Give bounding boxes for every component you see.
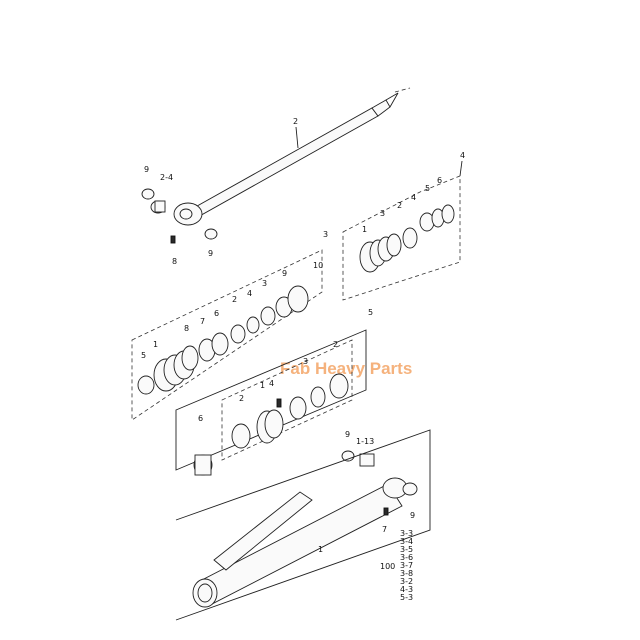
label-group5: 5 (368, 308, 373, 317)
label-tube: 1 (318, 545, 323, 554)
ref-code: 3-2 (400, 577, 413, 586)
label-rod: 2 (293, 117, 298, 126)
label-g3-4: 4 (247, 289, 252, 298)
cylinder-tube (192, 477, 408, 608)
label-g3-2: 2 (232, 295, 237, 304)
label-ref-prefix: 100 (380, 562, 395, 571)
ref-code: 3-5 (400, 545, 413, 554)
label-rod-ring-bottom: 9 (208, 249, 213, 258)
label-rod-grease: 8 (172, 257, 177, 266)
label-g5-2b: 2 (239, 394, 244, 403)
ref-code-list: 3-3 3-4 3-5 3-6 3-7 3-8 3-2 4-3 5-3 (400, 529, 413, 602)
label-tube-ring-top: 9 (345, 430, 350, 439)
label-g4-2: 2 (397, 201, 402, 210)
cushion-parts (193, 373, 349, 476)
label-group4: 4 (460, 151, 465, 160)
ref-code: 3-4 (400, 537, 413, 546)
label-g4-4: 4 (411, 193, 416, 202)
label-g3-7: 7 (200, 317, 205, 326)
label-g4-1: 1 (362, 225, 367, 234)
label-g3-8: 8 (184, 324, 189, 333)
label-rod-bushing: 2-4 (160, 173, 173, 182)
label-group3: 3 (323, 230, 328, 239)
label-g3-5: 5 (141, 351, 146, 360)
label-g5-6: 6 (198, 414, 203, 423)
ref-code: 3-3 (400, 529, 413, 538)
label-g3-10: 10 (313, 261, 323, 270)
label-g4-6: 6 (437, 176, 442, 185)
ref-code: 5-3 (400, 593, 413, 602)
label-tube-grease: 7 (382, 525, 387, 534)
label-g4-3: 3 (380, 209, 385, 218)
label-g3-1: 1 (153, 340, 158, 349)
gland-parts (359, 204, 455, 273)
ref-code: 4-3 (400, 585, 413, 594)
label-g5-3: 3 (303, 357, 308, 366)
label-g3-6: 6 (214, 309, 219, 318)
ref-code: 3-6 (400, 553, 413, 562)
label-tube-ring-right: 9 (410, 511, 415, 520)
rod-eye-parts (141, 188, 218, 244)
piston-parts (137, 285, 309, 395)
label-g3-9: 9 (282, 269, 287, 278)
label-g5-2a: 2 (333, 340, 338, 349)
piston-rod (173, 87, 411, 226)
ref-code: 3-7 (400, 561, 413, 570)
label-rod-ring-top: 9 (144, 165, 149, 174)
ref-code: 3-8 (400, 569, 413, 578)
label-g4-5: 5 (425, 184, 430, 193)
label-g5-4: 4 (269, 379, 274, 388)
tube-end-parts (341, 450, 418, 516)
label-tube-bushing: 1-13 (356, 437, 374, 446)
label-g5-1: 1 (260, 381, 265, 390)
label-g3-3: 3 (262, 279, 267, 288)
watermark-text: Fab Heavy Parts (280, 359, 412, 378)
